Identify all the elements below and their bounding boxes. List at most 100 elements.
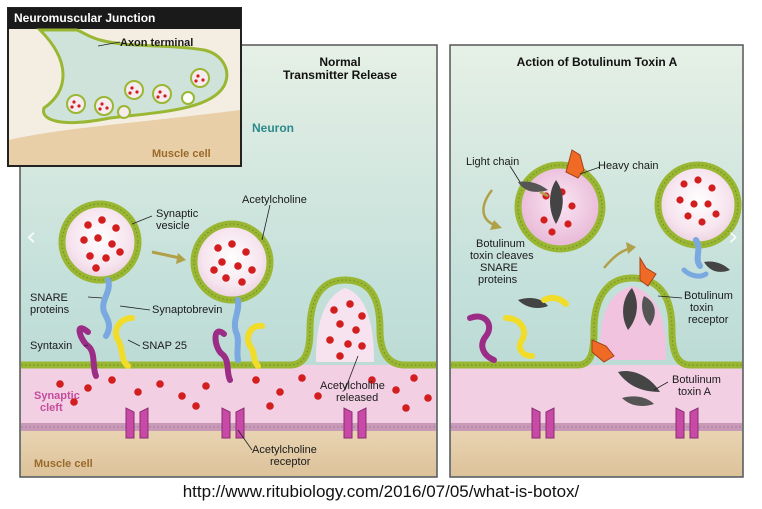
acetylcholine-dot: [242, 248, 250, 256]
acetylcholine-dot: [202, 382, 210, 390]
acetylcholine-dot: [402, 404, 410, 412]
synaptic-cleft-label-2: cleft: [40, 402, 63, 414]
right-panel: [449, 44, 744, 478]
cleaves-label-3: SNARE: [480, 262, 518, 274]
acetylcholine-dot: [368, 376, 376, 384]
acetylcholine-dot: [248, 266, 256, 274]
acetylcholine-dot: [336, 320, 344, 328]
acetylcholine-dot: [358, 342, 366, 350]
acetylcholine-dot: [108, 376, 116, 384]
acetylcholine-dot: [86, 252, 94, 260]
toxin-label-1: Botulinum: [672, 374, 721, 386]
snap25-1: [112, 315, 135, 369]
syntaxin-2: [212, 328, 233, 383]
snap25-label: SNAP 25: [142, 340, 188, 352]
cleaves-label-1: Botulinum: [476, 238, 525, 250]
snare-label-2: proteins: [30, 304, 70, 316]
acetylcholine-dot: [214, 244, 222, 252]
inset-axon-terminal: [36, 28, 229, 125]
botulinum-toxins: [518, 149, 730, 406]
light-chain-label: Light chain: [466, 156, 520, 168]
left-title-line1: Normal: [319, 55, 361, 69]
acetylcholine-molecules: [56, 216, 432, 412]
acetylcholine-dot: [266, 402, 274, 410]
vesicle-movement-arrow: [151, 250, 181, 260]
receptor-label-1: Botulinum: [684, 290, 733, 302]
acetylcholine-dot: [178, 392, 186, 400]
acetylcholine-dot: [108, 240, 116, 248]
ach-receptors-right: [531, 407, 699, 439]
ach-released-label-1: Acetylcholine: [320, 380, 385, 392]
synaptobrevin-label: Synaptobrevin: [152, 304, 223, 316]
acetylcholine-dot: [564, 220, 572, 228]
acetylcholine-dot: [344, 340, 352, 348]
acetylcholine-dot: [336, 352, 344, 360]
acetylcholine-label: Acetylcholine: [242, 194, 307, 206]
cleaves-label-2: toxin cleaves: [470, 250, 534, 262]
ach-receptor-label-2: receptor: [270, 456, 311, 468]
receptor-label-3: receptor: [688, 314, 729, 326]
acetylcholine-dot: [676, 196, 684, 204]
snare-label-1: SNARE: [30, 292, 68, 304]
acetylcholine-dot: [56, 380, 64, 388]
acetylcholine-dot: [134, 388, 142, 396]
ach-released-label-2: released: [336, 392, 379, 404]
left-title-line2: Transmitter Release: [282, 68, 398, 82]
next-slide-arrow-icon[interactable]: ›: [728, 222, 739, 252]
right-leader-lines: [509, 165, 683, 391]
neuron-label: Neuron: [252, 121, 294, 135]
acetylcholine-dot: [358, 312, 366, 320]
acetylcholine-molecules-right: [540, 176, 720, 236]
acetylcholine-dot: [238, 278, 246, 286]
acetylcholine-dot: [252, 376, 260, 384]
acetylcholine-dot: [116, 248, 124, 256]
acetylcholine-dot: [694, 176, 702, 184]
acetylcholine-dot: [92, 264, 100, 272]
acetylcholine-dot: [326, 336, 334, 344]
acetylcholine-dot: [410, 374, 418, 382]
acetylcholine-dot: [156, 380, 164, 388]
acetylcholine-dot: [228, 240, 236, 248]
acetylcholine-dot: [98, 216, 106, 224]
acetylcholine-dot: [708, 184, 716, 192]
acetylcholine-dot: [704, 200, 712, 208]
right-title: Action of Botulinum Toxin A: [516, 55, 678, 69]
acetylcholine-dot: [712, 210, 720, 218]
acetylcholine-dot: [222, 274, 230, 282]
heavy-chain-label: Heavy chain: [598, 160, 659, 172]
acetylcholine-dot: [314, 392, 322, 400]
acetylcholine-dot: [568, 202, 576, 210]
cleaved-syntaxin: [467, 313, 497, 363]
acetylcholine-dot: [218, 258, 226, 266]
acetylcholine-dot: [680, 180, 688, 188]
toxin-label-2: toxin A: [678, 386, 712, 398]
synaptobrevin-2: [231, 297, 242, 363]
acetylcholine-dot: [276, 388, 284, 396]
acetylcholine-dot: [102, 254, 110, 262]
acetylcholine-dot: [192, 402, 200, 410]
acetylcholine-dot: [684, 212, 692, 220]
acetylcholine-dot: [70, 398, 78, 406]
acetylcholine-dot: [352, 326, 360, 334]
cleaves-label-4: proteins: [478, 274, 518, 286]
synaptobrevin-1: [100, 277, 113, 339]
muscle-cell-label: Muscle cell: [34, 458, 93, 470]
inset-muscle-label: Muscle cell: [152, 148, 211, 160]
inset-title: Neuromuscular Junction: [14, 11, 156, 25]
synaptic-cleft-label-1: Synaptic: [34, 390, 80, 402]
acetylcholine-dot: [346, 300, 354, 308]
acetylcholine-dot: [540, 216, 548, 224]
acetylcholine-dot: [424, 394, 432, 402]
syntaxin-label: Syntaxin: [30, 340, 73, 352]
cleaved-snap25: [503, 315, 535, 359]
acetylcholine-dot: [234, 262, 242, 270]
synaptobrevin-right: [693, 237, 703, 269]
acetylcholine-dot: [84, 384, 92, 392]
acetylcholine-dot: [210, 266, 218, 274]
acetylcholine-dot: [330, 306, 338, 314]
snap25-2: [244, 322, 265, 369]
left-leader-lines: [83, 204, 359, 451]
prev-slide-arrow-icon[interactable]: ‹: [26, 222, 37, 252]
syntaxin-1: [76, 325, 99, 379]
